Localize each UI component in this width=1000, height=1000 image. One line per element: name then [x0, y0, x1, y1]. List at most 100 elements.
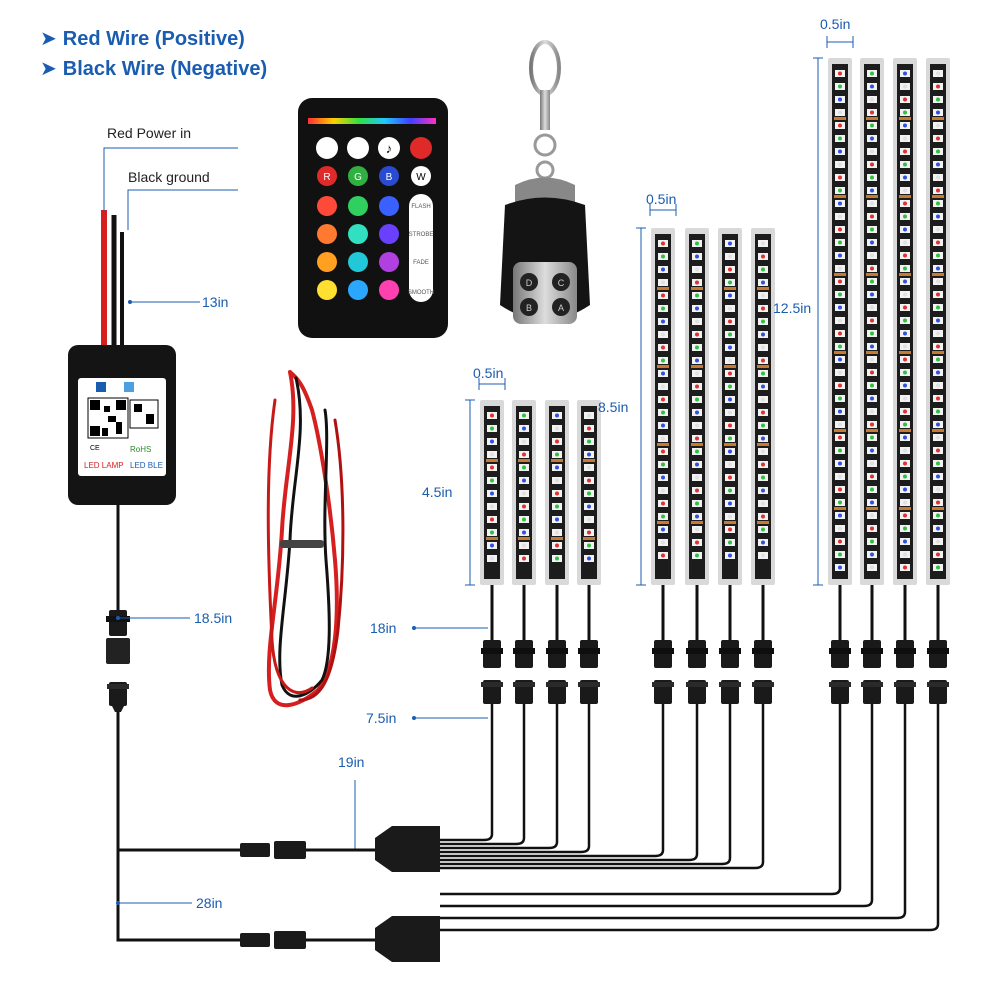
svg-text:♪: ♪	[386, 141, 393, 156]
led-dot	[870, 71, 874, 76]
strobe-label: STROBE	[409, 232, 434, 238]
led-dot	[695, 293, 699, 298]
connector-rib	[894, 682, 916, 687]
flash-label: FLASH	[411, 204, 430, 210]
legend-red-wire: ➤Red Wire (Positive)	[40, 26, 245, 51]
led-dot	[661, 371, 665, 376]
led-dot	[838, 513, 842, 518]
led-dot	[661, 514, 665, 519]
mid-strip-width-label: 0.5in	[646, 191, 676, 207]
led-dot	[695, 345, 699, 350]
connector-latch	[719, 648, 741, 654]
solder-pad	[691, 287, 703, 290]
solder-pad	[657, 365, 669, 368]
connector-latch	[829, 648, 851, 654]
controller-output-lead	[106, 505, 240, 942]
led-dot	[587, 413, 591, 418]
led-dot	[695, 475, 699, 480]
led-dot	[761, 332, 765, 337]
lead-18-5-label: 18.5in	[194, 610, 232, 626]
led-dot	[936, 149, 940, 154]
led-dot	[903, 266, 907, 271]
led-dot	[870, 357, 874, 362]
led-dot	[838, 240, 842, 245]
led-dot	[761, 553, 765, 558]
led-dot	[838, 474, 842, 479]
led-dot	[522, 413, 526, 418]
solder-pad	[866, 273, 878, 276]
led-dot	[761, 293, 765, 298]
led-dot	[761, 306, 765, 311]
bluetooth-icon	[124, 382, 134, 392]
led-dot	[522, 465, 526, 470]
led-dot	[870, 448, 874, 453]
led-dot	[490, 478, 494, 483]
led-dot	[903, 331, 907, 336]
led-dot	[936, 266, 940, 271]
led-dot	[870, 370, 874, 375]
led-dot	[555, 478, 559, 483]
led-dot	[903, 227, 907, 232]
led-dot	[870, 253, 874, 258]
connector-rib	[829, 682, 851, 687]
controller-wires	[101, 147, 238, 345]
led-dot	[903, 240, 907, 245]
led-dot	[903, 201, 907, 206]
led-dot	[728, 241, 732, 246]
splitter-branch-wire	[440, 704, 559, 850]
led-dot	[838, 136, 842, 141]
solder-pad	[724, 365, 736, 368]
led-dot	[761, 514, 765, 519]
splitter-branch-wire	[440, 704, 732, 866]
led-dot	[490, 543, 494, 548]
led-dot	[661, 449, 665, 454]
led-dot	[838, 175, 842, 180]
lead-13in-label: 13in	[202, 294, 228, 310]
led-dot	[695, 254, 699, 259]
led-dot	[728, 332, 732, 337]
led-dot	[838, 305, 842, 310]
power-button	[410, 137, 432, 159]
led-dot	[936, 422, 940, 427]
connector-rib	[652, 682, 674, 687]
splitter-branch-wire	[440, 704, 591, 854]
led-dot	[870, 396, 874, 401]
led-dot	[838, 487, 842, 492]
led-dot	[695, 397, 699, 402]
led-dot	[870, 84, 874, 89]
solder-pad	[724, 521, 736, 524]
led-dot	[695, 488, 699, 493]
led-dot	[838, 318, 842, 323]
led-dot	[695, 527, 699, 532]
led-dot	[522, 543, 526, 548]
app-icon	[96, 382, 106, 392]
led-dot	[761, 488, 765, 493]
led-dot	[661, 267, 665, 272]
solder-pad	[866, 429, 878, 432]
led-dot	[903, 318, 907, 323]
solder-pad	[834, 117, 846, 120]
led-dot	[661, 241, 665, 246]
led-dot	[936, 474, 940, 479]
brightness-up-icon	[347, 137, 369, 159]
led-dot	[936, 331, 940, 336]
led-dot	[695, 241, 699, 246]
led-dot	[728, 319, 732, 324]
connector-rib	[481, 682, 503, 687]
led-dot	[870, 110, 874, 115]
led-dot	[661, 553, 665, 558]
fob-button-c: C	[558, 278, 565, 288]
led-dot	[728, 475, 732, 480]
led-dot	[903, 214, 907, 219]
led-dot	[870, 292, 874, 297]
solder-pad	[757, 365, 769, 368]
led-dot	[490, 465, 494, 470]
splitter-hub-lower	[375, 916, 440, 962]
led-dot	[555, 504, 559, 509]
led-dot	[838, 188, 842, 193]
led-dot	[903, 539, 907, 544]
splitter-branch-wire	[440, 704, 665, 858]
rainbow-strip	[308, 118, 436, 124]
solder-pad	[657, 521, 669, 524]
led-dot	[903, 149, 907, 154]
